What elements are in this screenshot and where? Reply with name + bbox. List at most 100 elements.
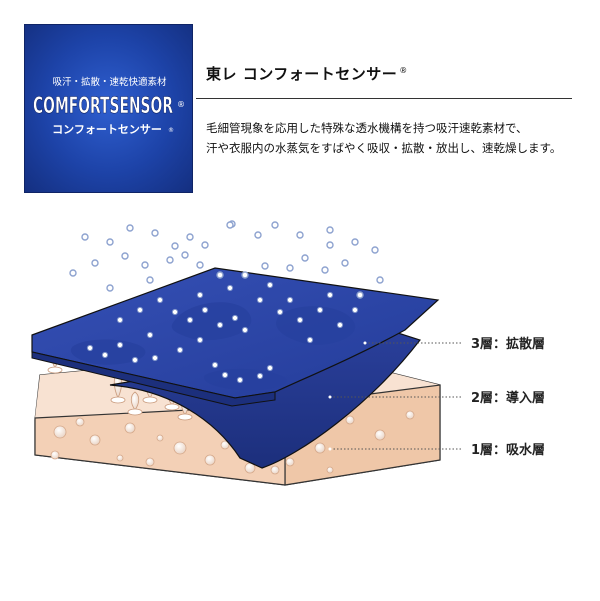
skin-pore [204,454,216,466]
layer-label-3: 3層：拡散層 [471,336,545,352]
vapor-dot [226,221,234,229]
vapor-dot [106,238,114,246]
fabric-dot [241,326,249,334]
fabric-dot [116,341,124,349]
fabric-edge [31,351,276,407]
vapor-dot [376,276,384,284]
vapor-dot [271,221,279,229]
fabric-dot [86,344,94,352]
vapor-dot [186,233,194,241]
vapor-dot [146,276,154,284]
skin-pores [50,410,415,475]
skin-pore [314,442,326,454]
vapor-dot [326,241,334,249]
skin-pore [220,440,230,450]
vapor-dot [181,251,189,259]
fabric-dot [136,306,144,314]
logo-graphic: 吸汗・拡散・速乾快適素材 COMFORTSENSOR ® コンフォートセンサー … [33,76,185,136]
droplet-base [177,413,193,421]
logo-katakana: コンフォートセンサー [52,123,162,136]
fabric-dot [101,351,109,359]
skin-pore [89,434,101,446]
vapor-dot [254,231,262,239]
fabric-dot [276,308,284,316]
layer-label-2: 2層：導入層 [471,390,545,406]
vapor-dot [341,259,349,267]
vapor-dot [106,284,114,292]
fabric-dot [306,336,314,344]
fabric-dot [266,364,274,372]
skin-pore [50,450,60,460]
fabric-spot [276,306,356,345]
fabric-spot [171,302,252,341]
fabric-dot [351,306,359,314]
layer-label-group: 3層：拡散層 2層：導入層 1層：吸水層 [328,336,545,458]
skin-pore [75,417,85,427]
fabric-dot [256,372,264,380]
vapor-dot [126,224,134,232]
skin-pore [345,415,355,425]
leader-dot [363,341,367,345]
fabric-dot [201,306,209,314]
fabric-layer-diagram: 3層：拡散層 2層：導入層 1層：吸水層 [31,220,545,486]
fabric-dot [266,281,274,289]
vapor-dot [141,261,149,269]
vapor-dot [69,269,77,277]
vapor-dot [301,254,309,262]
fabric-dot [221,371,229,379]
vapor-dot [241,271,249,279]
fabric-dot [211,361,219,369]
vapor-dot [286,264,294,272]
droplet-base [164,403,180,411]
droplet-base [110,396,126,404]
skin-pore [270,465,280,475]
skin-pore [124,422,136,434]
fabric-dot [236,376,244,384]
fabric-dot [231,314,239,322]
product-title: 東レ コンフォートセンサー® [206,63,408,84]
layer-label-1: 1層：吸水層 [471,442,545,458]
fabric-dot [156,296,164,304]
leader-dot [328,447,332,451]
skin-pore [285,457,295,467]
vapor-dot [171,242,179,250]
title-reg-mark: ® [399,66,408,75]
description-line-1: 毛細管現象を応用した特殊な透水機構を持つ吸汗速乾素材で、 [206,121,528,135]
vapor-dot [296,231,304,239]
vapor-dot [81,233,89,241]
description-line-2: 汗や衣服内の水蒸気をすばやく吸収・拡散・放出し、速乾燥します。 [206,141,562,155]
title-divider [196,98,572,99]
skin-pore [326,466,334,474]
skin-pore [173,441,187,455]
fabric-dot [326,291,334,299]
vapor-dot [216,271,224,279]
vapor-dot [121,252,129,260]
fabric-dot [171,308,179,316]
fabric-vapor-dots [86,281,359,384]
fabric-dot [336,321,344,329]
fabric-dot [226,284,234,292]
vapor-dot [321,266,329,274]
vapor-dot [351,238,359,246]
fabric-dot [186,316,194,324]
fabric-layer [31,267,440,469]
skin-pore [156,434,164,442]
fabric-dot [196,336,204,344]
comfortsensor-logo: 吸汗・拡散・速乾快適素材 COMFORTSENSOR ® コンフォートセンサー … [24,24,193,193]
skin-pore [53,425,67,439]
fabric-dot [176,346,184,354]
fabric-dot [296,316,304,324]
droplet-base [142,396,158,404]
sweat-droplet [130,391,140,411]
leader-dot [328,395,332,399]
skin-pore [374,429,386,441]
droplet-base [47,366,63,374]
fabric-dot [196,291,204,299]
fabric-dot [116,316,124,324]
fabric-dot [151,354,159,362]
product-title-text: 東レ コンフォートセンサー [206,65,398,83]
vapor-dot [91,259,99,267]
fabric-dot [216,321,224,329]
vapor-dot [151,229,159,237]
fabric-dot [131,356,139,364]
